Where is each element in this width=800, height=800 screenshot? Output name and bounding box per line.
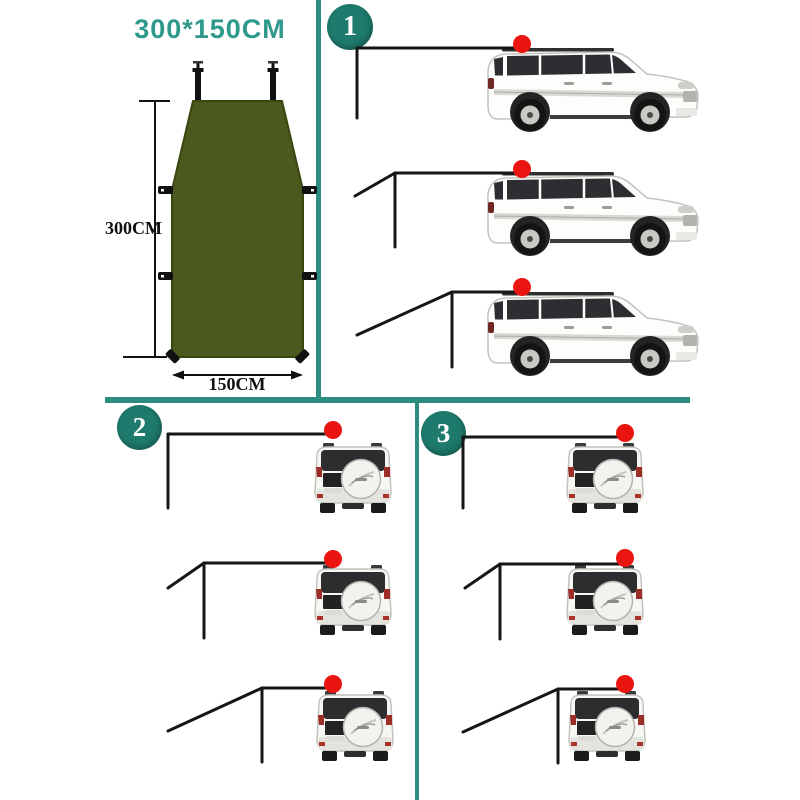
section-badge-2: 2 xyxy=(117,405,162,450)
awning-guy-line xyxy=(353,171,397,198)
attachment-tab-right-upper xyxy=(302,186,317,194)
awning-guy-line xyxy=(461,687,560,734)
tarp-size-title: 300*150CM xyxy=(134,14,286,44)
corner-tab-left xyxy=(165,349,180,364)
awning-config-s1-row2 xyxy=(353,160,531,249)
section-badge-3: 3 xyxy=(421,411,466,456)
tarp-pole-left xyxy=(192,61,204,103)
attachment-point-dot xyxy=(616,675,634,693)
width-measurement-label: 150CM xyxy=(208,374,266,394)
attachment-point-dot xyxy=(324,550,342,568)
awning-config-s1-row1 xyxy=(355,35,531,120)
height-measure-line xyxy=(123,100,170,358)
width-measure-line xyxy=(172,370,303,380)
awning-config-s2-row1 xyxy=(166,421,342,510)
section-3-number: 3 xyxy=(436,418,451,448)
awning-config-s2-row3 xyxy=(166,675,342,764)
awning-guy-line xyxy=(355,290,454,337)
awning-guy-line xyxy=(463,562,502,590)
tarp-diagram xyxy=(123,61,317,380)
section-2-number: 2 xyxy=(132,412,147,442)
attachment-tab-left-upper xyxy=(158,186,173,194)
awning-config-s3-row1 xyxy=(461,424,634,510)
attachment-point-dot xyxy=(616,424,634,442)
awning-guy-line xyxy=(166,561,206,590)
awning-config-s3-row3 xyxy=(461,675,634,765)
attachment-point-dot xyxy=(513,278,531,296)
divider-vertical-top xyxy=(316,0,321,403)
attachment-tab-left-lower xyxy=(158,272,173,280)
corner-tab-right xyxy=(295,349,310,364)
attachment-point-dot xyxy=(324,421,342,439)
section-badge-1: 1 xyxy=(327,4,373,50)
awning-config-s2-row2 xyxy=(166,550,342,640)
attachment-point-dot xyxy=(324,675,342,693)
divider-horizontal xyxy=(105,397,690,403)
awning-config-s3-row2 xyxy=(463,549,634,641)
attachment-tab-right-lower xyxy=(302,272,317,280)
awning-guy-line xyxy=(166,686,264,733)
attachment-point-dot xyxy=(616,549,634,567)
height-measurement-label: 300CM xyxy=(105,218,162,238)
awning-config-s1-row3 xyxy=(355,278,531,369)
divider-vertical-bottom xyxy=(415,397,419,800)
attachment-point-dot xyxy=(513,160,531,178)
tarp-pole-right xyxy=(267,61,279,103)
attachment-point-dot xyxy=(513,35,531,53)
section-1-number: 1 xyxy=(343,11,357,42)
